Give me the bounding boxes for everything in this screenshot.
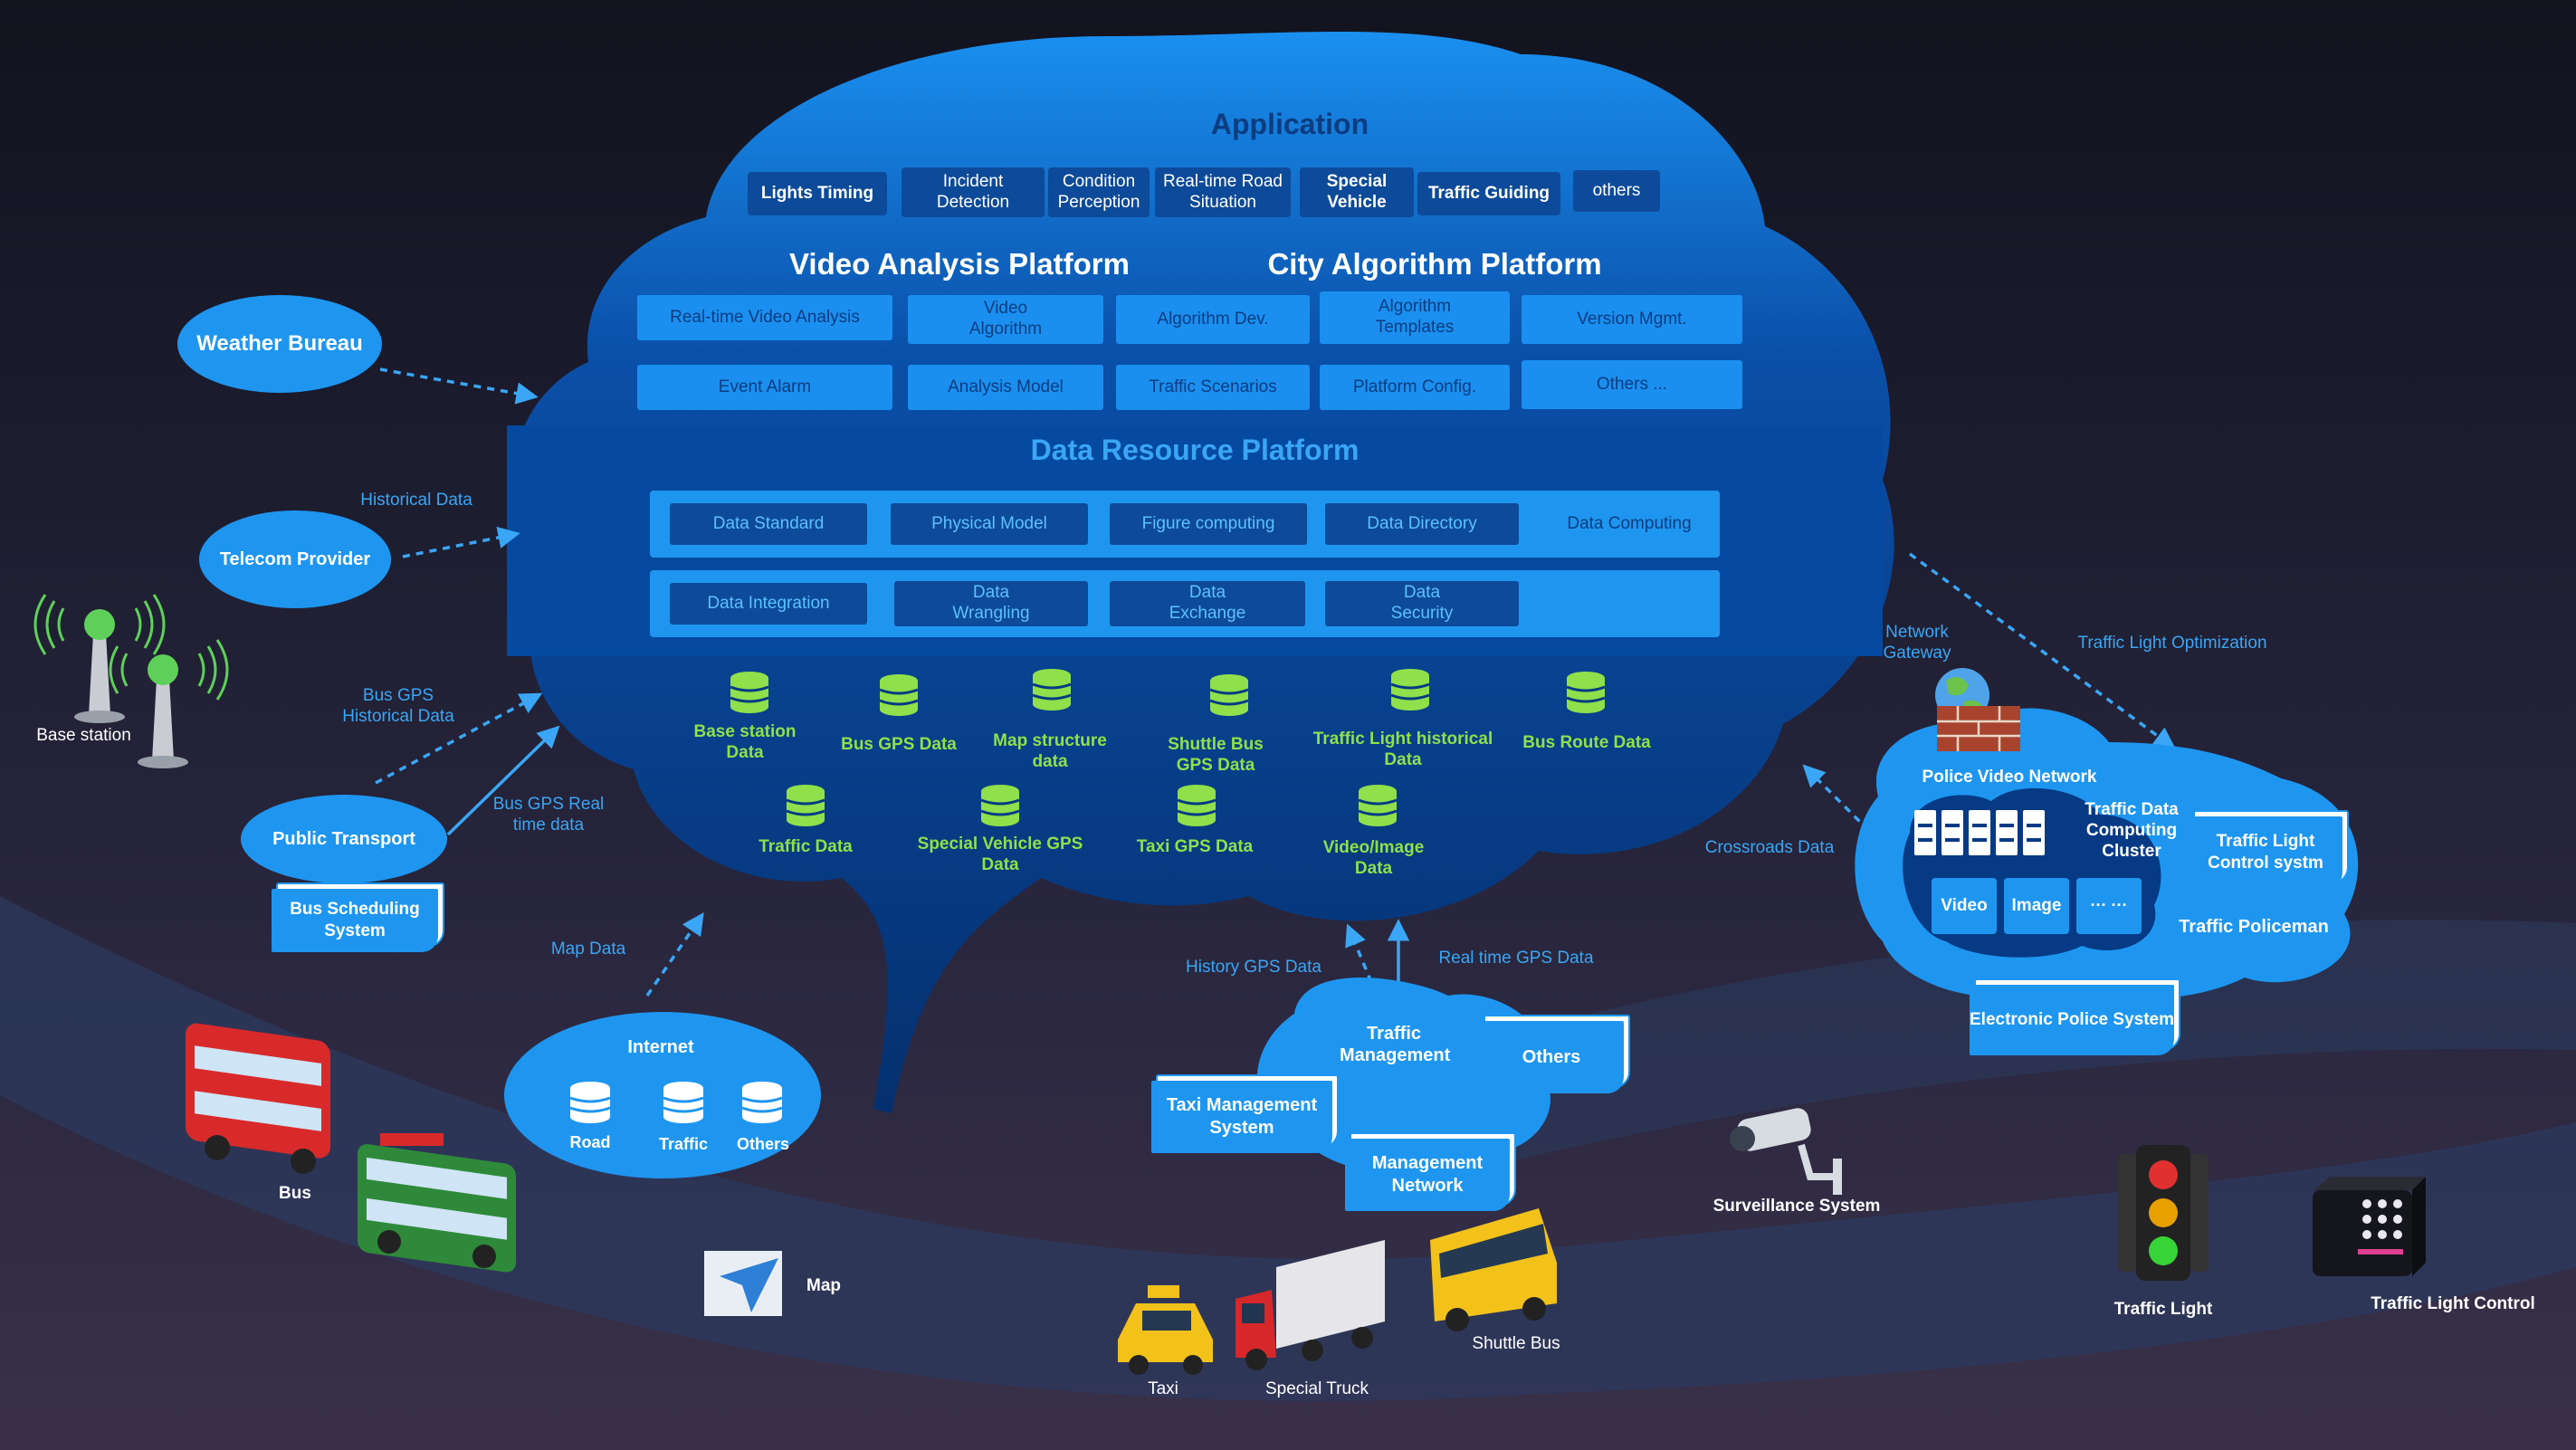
dataset-base-station: Base station Data <box>693 722 797 762</box>
city-platform-title: City Algorithm Platform <box>1267 247 1602 281</box>
dataset-video-image: Video/Image Data <box>1322 838 1425 878</box>
dataset-bus-route: Bus Route Data <box>1522 733 1651 752</box>
taxi-label: Taxi <box>1148 1379 1178 1398</box>
data-integration-button[interactable]: Data Integration <box>670 583 867 625</box>
red-bus-icon <box>186 1023 330 1174</box>
dataset-traffic-light-historical: Traffic Light historical Data <box>1312 730 1493 769</box>
traffic-data-cluster-label: Traffic Data Computing Cluster <box>2085 800 2179 861</box>
traffic-policeman-label: Traffic Policeman <box>2179 917 2329 937</box>
police-image-button[interactable]: Image <box>2004 878 2069 934</box>
dataset-traffic: Traffic Data <box>758 837 853 856</box>
management-network-node[interactable]: Management Network <box>1345 1139 1510 1211</box>
edge-realtime-gps: Real time GPS Data <box>1438 949 1594 968</box>
map-icon <box>704 1251 782 1316</box>
data-directory-button[interactable]: Data Directory <box>1325 503 1519 545</box>
bus-scheduling-system-node[interactable]: Bus Scheduling System <box>272 889 438 952</box>
green-bus-icon <box>358 1133 516 1273</box>
edge-history-gps: History GPS Data <box>1186 958 1321 977</box>
public-transport-node[interactable]: Public Transport <box>241 795 447 883</box>
data-standard-button[interactable]: Data Standard <box>670 503 867 545</box>
data-wrangling-button[interactable]: Data Wrangling <box>894 581 1088 626</box>
video-algorithm-button[interactable]: Video Algorithm <box>908 295 1103 344</box>
traffic-light-icon <box>2118 1145 2209 1281</box>
traffic-management-label: Traffic Management <box>1340 1024 1451 1065</box>
road-band <box>0 896 2576 1401</box>
taxi-icon <box>1118 1285 1213 1375</box>
edge-map-data: Map Data <box>550 940 626 959</box>
app-lights-timing-button[interactable]: Lights Timing <box>748 172 887 215</box>
traffic-light-control-icon <box>2313 1177 2426 1276</box>
bus-label: Bus <box>279 1184 311 1203</box>
version-mgmt-button[interactable]: Version Mgmt. <box>1522 295 1742 344</box>
data-security-button[interactable]: Data Security <box>1325 581 1519 626</box>
event-alarm-button[interactable]: Event Alarm <box>637 365 892 410</box>
physical-model-button[interactable]: Physical Model <box>891 503 1088 545</box>
police-more-button[interactable]: ··· ··· <box>2076 878 2142 934</box>
data-platform-title: Data Resource Platform <box>1030 434 1360 466</box>
special-truck-icon <box>1236 1240 1385 1370</box>
shuttle-bus-label: Shuttle Bus <box>1472 1334 1560 1353</box>
surveillance-camera-icon <box>1730 1108 1842 1195</box>
network-gateway-icon <box>1935 668 2020 751</box>
app-road-situation-button[interactable]: Real-time Road Situation <box>1155 167 1291 217</box>
dataset-shuttle-bus-gps: Shuttle Bus GPS Data <box>1168 735 1264 775</box>
traffic-light-label: Traffic Light <box>2113 1300 2213 1319</box>
taxi-management-system-node[interactable]: Taxi Management System <box>1151 1081 1332 1153</box>
special-truck-label: Special Truck <box>1264 1379 1369 1398</box>
internet-others-label: Others <box>736 1135 790 1153</box>
internet-traffic-label: Traffic <box>658 1135 709 1153</box>
traffic-mgmt-others-node[interactable]: Others <box>1479 1021 1624 1093</box>
algorithm-dev-button[interactable]: Algorithm Dev. <box>1116 295 1310 344</box>
traffic-light-control-system-node[interactable]: Traffic Light Control systm <box>2189 816 2342 889</box>
app-traffic-guiding-button[interactable]: Traffic Guiding <box>1417 172 1560 215</box>
map-label: Map <box>806 1276 841 1295</box>
internet-label: Internet <box>627 1037 694 1057</box>
video-platform-title: Video Analysis Platform <box>789 247 1130 281</box>
internet-road-label: Road <box>569 1133 611 1151</box>
server-cluster-icon <box>1914 810 2045 855</box>
edge-traffic-light-optimization: Traffic Light Optimization <box>2077 634 2267 653</box>
analysis-model-button[interactable]: Analysis Model <box>908 365 1103 410</box>
others-platform-button[interactable]: Others ... <box>1522 360 1742 409</box>
app-condition-perception-button[interactable]: Condition Perception <box>1048 167 1150 217</box>
edges <box>375 367 2176 997</box>
edge-bus-gps-historical: Bus GPS Historical Data <box>342 686 454 726</box>
police-video-button[interactable]: Video <box>1932 878 1997 934</box>
internet-node <box>504 1012 821 1178</box>
data-exchange-button[interactable]: Data Exchange <box>1110 581 1305 626</box>
police-video-network-label: Police Video Network <box>1922 768 2097 787</box>
app-special-vehicle-button[interactable]: Special Vehicle <box>1300 167 1414 217</box>
electronic-police-system-node[interactable]: Electronic Police System <box>1970 985 2174 1055</box>
edge-bus-gps-realtime: Bus GPS Real time data <box>492 795 605 835</box>
surveillance-system-label: Surveillance System <box>1713 1197 1881 1216</box>
traffic-light-control-label: Traffic Light Control <box>2371 1294 2535 1313</box>
figure-computing-button[interactable]: Figure computing <box>1110 503 1307 545</box>
data-computing-label[interactable]: Data Computing <box>1567 513 1692 533</box>
weather-bureau-node[interactable]: Weather Bureau <box>177 295 382 393</box>
app-incident-detection-button[interactable]: Incident Detection <box>902 167 1045 217</box>
edge-crossroads-data: Crossroads Data <box>1704 838 1835 857</box>
shuttle-bus-icon <box>1430 1208 1557 1331</box>
dataset-special-vehicle-gps: Special Vehicle GPS Data <box>917 835 1083 874</box>
application-title: Application <box>1210 108 1369 140</box>
traffic-scenarios-button[interactable]: Traffic Scenarios <box>1116 365 1310 410</box>
edge-historical-data: Historical Data <box>360 491 472 510</box>
platform-config-button[interactable]: Platform Config. <box>1320 365 1510 410</box>
dataset-map-structure: Map structure data <box>993 731 1107 771</box>
app-others-button[interactable]: others <box>1573 170 1660 212</box>
dataset-bus-gps: Bus GPS Data <box>841 735 957 754</box>
dataset-taxi-gps: Taxi GPS Data <box>1136 837 1254 856</box>
base-station-label: Base station <box>36 726 131 745</box>
telecom-provider-node[interactable]: Telecom Provider <box>199 510 391 608</box>
edge-network-gateway: Network Gateway <box>1883 623 1951 663</box>
realtime-video-analysis-button[interactable]: Real-time Video Analysis <box>637 295 892 340</box>
base-station-icon <box>33 594 229 768</box>
algorithm-templates-button[interactable]: Algorithm Templates <box>1320 291 1510 344</box>
